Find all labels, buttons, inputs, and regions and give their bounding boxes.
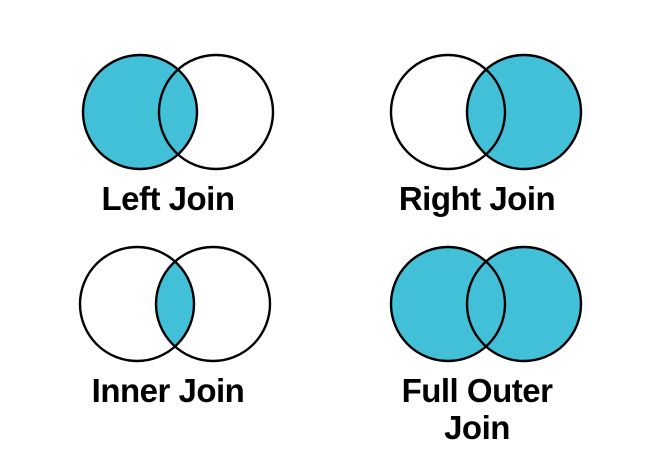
left-circle-outline: [78, 245, 196, 363]
left-circle-outline: [389, 245, 507, 363]
right-circle-fill: [467, 247, 581, 361]
right-circle-outline: [157, 53, 275, 171]
venn-diagram-right-join: [389, 53, 583, 171]
diagram-label-left-join: Left Join: [101, 180, 236, 217]
venn-diagram-left-join: [81, 53, 275, 171]
right-circle-outline: [154, 245, 272, 363]
venn-diagram-full-outer-join: [389, 245, 583, 363]
right-circle-outline: [465, 245, 583, 363]
diagram-label-full-outer-join: Full Outer Join: [401, 372, 553, 446]
diagram-label-inner-join: Inner Join: [91, 372, 245, 409]
right-circle-fill: [467, 55, 581, 169]
venn-diagram-inner-join: [78, 245, 272, 363]
overlap-region-fill: [155, 261, 195, 347]
diagram-label-right-join: Right Join: [398, 180, 556, 217]
left-circle-outline: [81, 53, 199, 171]
right-circle-outline: [465, 53, 583, 171]
left-circle-outline: [389, 53, 507, 171]
left-circle-fill: [83, 55, 197, 169]
